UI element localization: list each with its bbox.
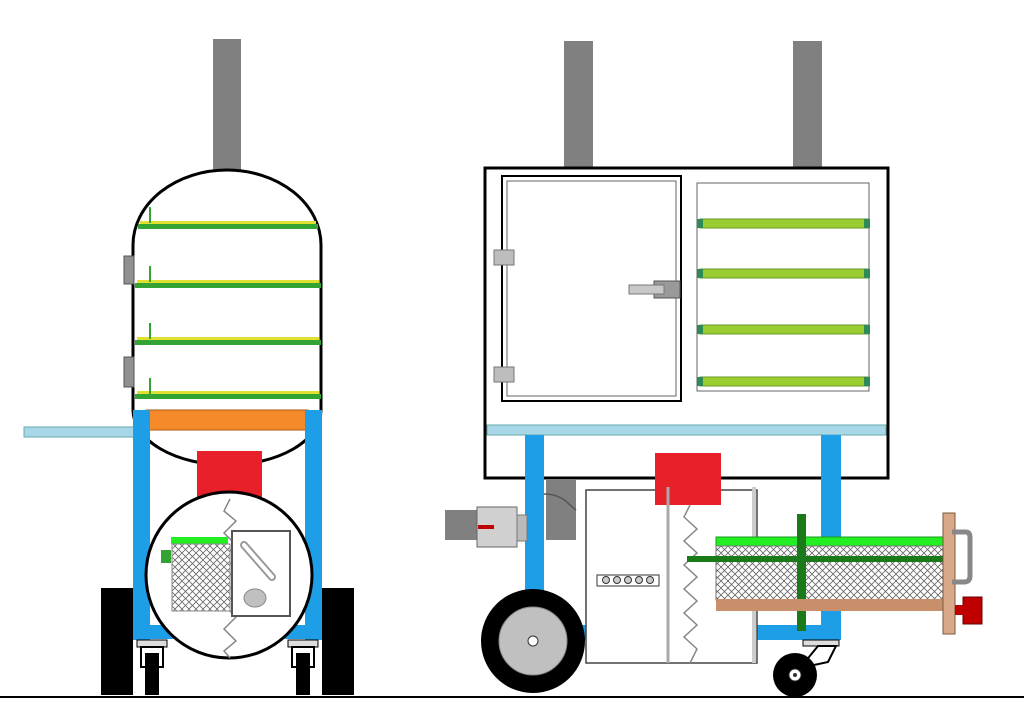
burner-tube xyxy=(445,510,477,540)
side-view xyxy=(23,39,354,695)
rack xyxy=(697,324,870,335)
side-shelf xyxy=(23,426,135,438)
end-plate xyxy=(942,512,956,635)
rack-panel xyxy=(696,182,870,392)
door-hinge xyxy=(123,255,135,285)
smokestack xyxy=(213,39,241,172)
basket-handle xyxy=(952,529,973,585)
door-hinge xyxy=(493,249,515,266)
door-hinge xyxy=(493,366,515,383)
door-hinge xyxy=(123,356,135,388)
wood-basket xyxy=(171,543,231,612)
basket-top xyxy=(715,536,953,547)
shelf xyxy=(486,424,887,436)
caster xyxy=(136,639,168,695)
charcoal-basket xyxy=(715,545,949,601)
rack xyxy=(138,207,318,229)
firebox-throat xyxy=(655,453,721,505)
rack xyxy=(697,218,870,229)
racks xyxy=(697,218,870,387)
control-knobs xyxy=(596,574,660,587)
caster xyxy=(773,639,840,697)
caster xyxy=(287,639,319,695)
smokestack xyxy=(564,41,593,169)
rack xyxy=(135,266,321,288)
basket-top xyxy=(171,537,228,544)
water-pan xyxy=(145,409,309,431)
basket-rail xyxy=(687,556,948,562)
burner-pipe xyxy=(716,599,948,611)
wheel xyxy=(101,588,133,695)
racks xyxy=(135,207,321,399)
door-handle xyxy=(628,280,681,299)
basket-handle xyxy=(161,550,171,563)
wheel xyxy=(322,588,354,695)
rack xyxy=(135,323,321,345)
wheel xyxy=(481,589,585,693)
rack xyxy=(697,376,870,387)
rack xyxy=(135,378,321,399)
front-view xyxy=(445,41,983,697)
basket-bracket xyxy=(797,514,806,631)
exhaust-elbow xyxy=(546,480,576,540)
burner-valve xyxy=(962,596,983,625)
rack xyxy=(697,268,870,279)
vent-knob xyxy=(243,588,267,608)
smokestack xyxy=(793,41,822,169)
